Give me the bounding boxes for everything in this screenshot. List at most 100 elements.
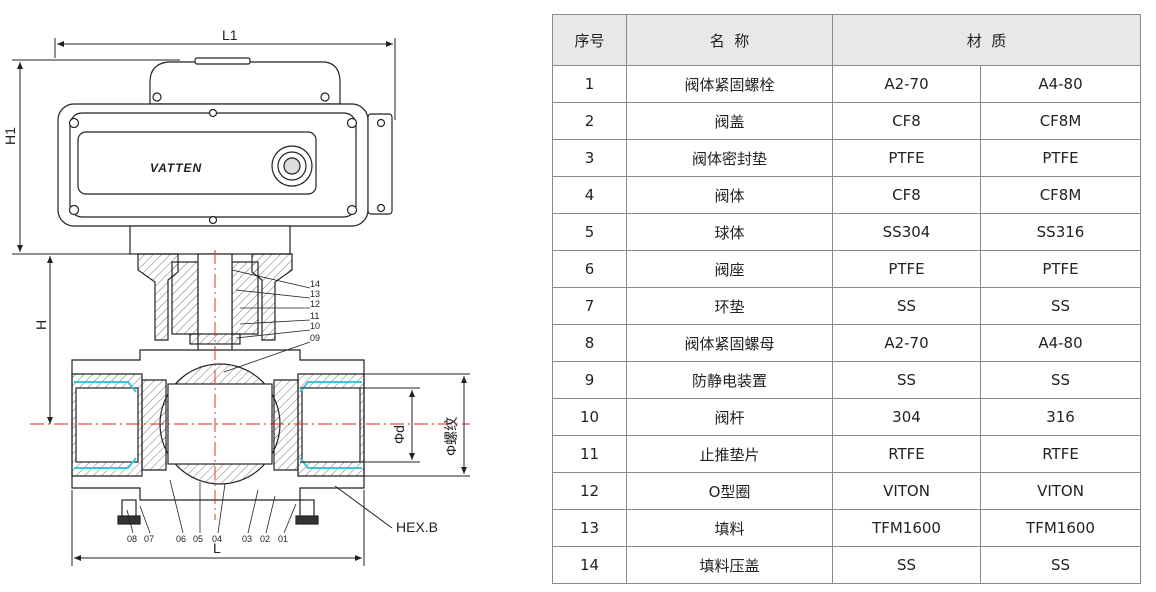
cell-name: 防静电装置: [626, 361, 833, 399]
label-l: L: [213, 540, 221, 556]
header-name: 名 称: [626, 14, 833, 66]
part-no-03: 03: [242, 534, 252, 544]
cell-no: 9: [552, 361, 627, 399]
dimension-l1: [54, 38, 396, 120]
part-no-12: 12: [310, 299, 320, 309]
part-no-13: 13: [310, 289, 320, 299]
label-h1: H1: [2, 127, 18, 145]
cell-no: 7: [552, 287, 627, 325]
cell-material-2: VITON: [979, 472, 1142, 510]
cell-material-2: TFM1600: [979, 509, 1142, 547]
cell-no: 12: [552, 472, 627, 510]
cell-no: 11: [552, 435, 627, 473]
cell-material-2: CF8M: [979, 102, 1142, 140]
cell-material-1: A2-70: [832, 324, 981, 362]
cell-name: 阀座: [626, 250, 833, 288]
valve-body: [71, 349, 365, 525]
cell-name: 填料压盖: [626, 546, 833, 584]
part-no-14: 14: [310, 279, 320, 289]
cell-material-2: SS: [979, 361, 1142, 399]
cell-name: 阀体紧固螺母: [626, 324, 833, 362]
label-phi-d: Φd: [391, 425, 407, 444]
label-h: H: [33, 320, 49, 330]
cell-name: 球体: [626, 213, 833, 251]
header-material: 材 质: [831, 14, 1142, 66]
cell-material-2: RTFE: [979, 435, 1142, 473]
cell-material-1: SS: [832, 546, 981, 584]
cell-material-1: SS304: [832, 213, 981, 251]
cell-material-2: A4-80: [979, 65, 1142, 103]
cell-material-1: TFM1600: [832, 509, 981, 547]
cell-no: 2: [552, 102, 627, 140]
part-numbers-bottom: 08 07 06 05 04 03 02 01: [127, 534, 288, 544]
label-phi-thread: Φ螺纹: [443, 417, 459, 456]
cell-material-2: SS: [979, 287, 1142, 325]
cell-material-1: CF8: [832, 102, 981, 140]
part-no-07: 07: [144, 534, 154, 544]
cell-name: 阀杆: [626, 398, 833, 436]
cell-no: 8: [552, 324, 627, 362]
part-no-04: 04: [212, 534, 222, 544]
cell-material-1: SS: [832, 287, 981, 325]
callouts-bottom: [126, 479, 297, 534]
brand-logo: VATTEN: [150, 161, 202, 175]
cell-no: 1: [552, 65, 627, 103]
actuator: [57, 57, 393, 255]
cell-material-1: CF8: [832, 176, 981, 214]
cell-name: O型圈: [626, 472, 833, 510]
cell-no: 13: [552, 509, 627, 547]
part-no-09: 09: [310, 333, 320, 343]
cell-no: 3: [552, 139, 627, 177]
part-no-08: 08: [127, 534, 137, 544]
callouts-right: [223, 269, 311, 373]
cell-name: 阀体: [626, 176, 833, 214]
valve-drawing: L1 H1 H VATTEN: [0, 0, 545, 592]
dimension-l: [71, 490, 365, 566]
cell-name: 环垫: [626, 287, 833, 325]
table-header-row: 序号 名 称 材 质: [552, 14, 1142, 66]
part-no-01: 01: [278, 534, 288, 544]
centerlines: [30, 250, 470, 520]
part-no-02: 02: [260, 534, 270, 544]
cell-material-1: RTFE: [832, 435, 981, 473]
cell-material-1: PTFE: [832, 139, 981, 177]
cell-material-2: SS: [979, 546, 1142, 584]
cell-no: 14: [552, 546, 627, 584]
part-no-10: 10: [310, 321, 320, 331]
cell-material-1: A2-70: [832, 65, 981, 103]
dimension-phi-d: [300, 387, 420, 463]
label-hex: HEX.B: [396, 519, 438, 535]
cell-name: 止推垫片: [626, 435, 833, 473]
cell-no: 6: [552, 250, 627, 288]
cell-material-1: PTFE: [832, 250, 981, 288]
cell-material-2: CF8M: [979, 176, 1142, 214]
cell-name: 阀盖: [626, 102, 833, 140]
part-no-11: 11: [310, 311, 319, 321]
label-l1: L1: [222, 27, 238, 43]
part-no-05: 05: [193, 534, 203, 544]
cell-material-2: 316: [979, 398, 1142, 436]
cell-material-2: PTFE: [979, 250, 1142, 288]
cell-material-1: SS: [832, 361, 981, 399]
cell-material-1: VITON: [832, 472, 981, 510]
header-no: 序号: [552, 14, 627, 66]
cell-material-1: 304: [832, 398, 981, 436]
cell-name: 阀体密封垫: [626, 139, 833, 177]
cell-material-2: SS316: [979, 213, 1142, 251]
cell-name: 填料: [626, 509, 833, 547]
dimension-h1: [12, 59, 180, 255]
